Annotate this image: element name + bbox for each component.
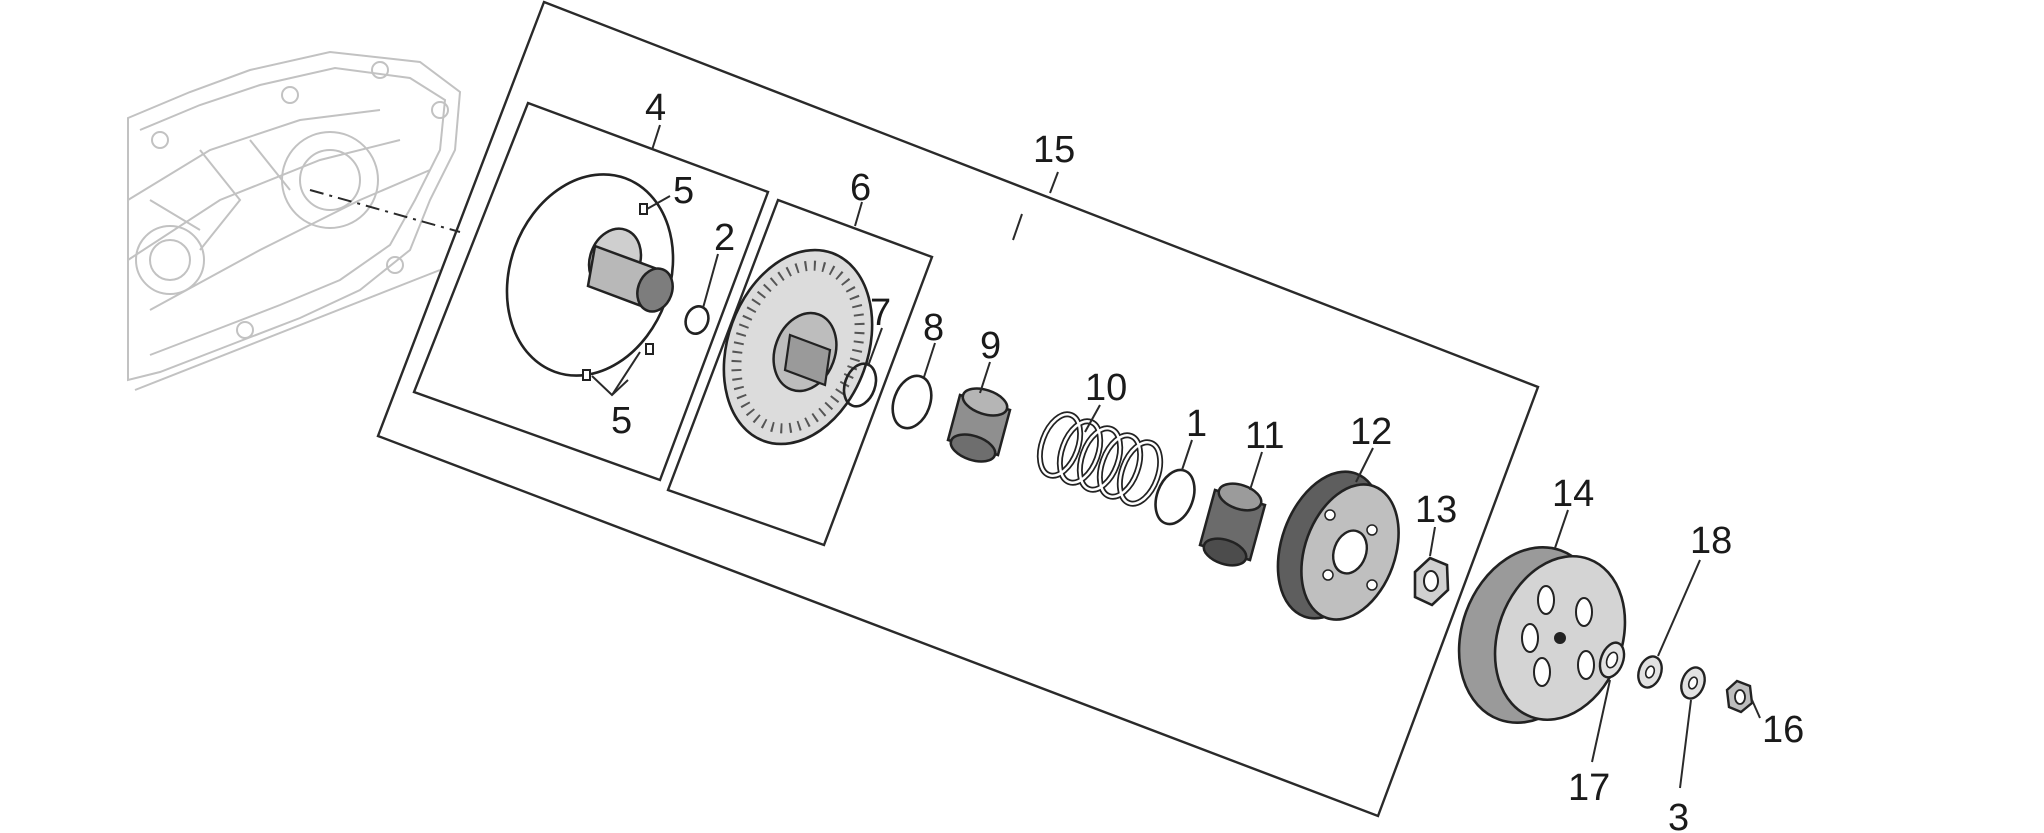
callout-3: 3 xyxy=(1668,797,1689,833)
flange-nut-16 xyxy=(1725,679,1754,714)
callout-9: 9 xyxy=(980,325,1001,367)
callout-17: 17 xyxy=(1568,767,1610,809)
washer-18 xyxy=(1637,655,1663,689)
callout-labels: 4 5 5 2 6 7 8 9 10 15 1 11 12 13 14 18 1… xyxy=(611,87,1804,833)
callout-2: 2 xyxy=(714,217,735,259)
callout-11: 11 xyxy=(1245,415,1284,457)
callout-12: 12 xyxy=(1350,411,1392,453)
spring-highlight xyxy=(1038,413,1162,505)
callout-15: 15 xyxy=(1033,129,1075,171)
callout-8: 8 xyxy=(923,307,944,349)
bushing-9 xyxy=(946,387,1012,463)
screw-5c xyxy=(645,343,654,355)
callout-6: 6 xyxy=(850,167,871,209)
clutch-12 xyxy=(1276,470,1400,621)
screw-5a xyxy=(639,203,648,215)
callout-5-top: 5 xyxy=(673,170,694,212)
callout-7: 7 xyxy=(870,292,891,334)
washer-3 xyxy=(1680,666,1706,700)
ring-2 xyxy=(684,305,710,335)
leader-lines xyxy=(591,124,1761,789)
callout-13: 13 xyxy=(1415,489,1457,531)
callout-18: 18 xyxy=(1690,520,1732,562)
fixed-half-pulley xyxy=(505,173,675,377)
shaft-axis-dash xyxy=(309,189,461,233)
callout-10: 10 xyxy=(1085,367,1127,409)
sleeve-11 xyxy=(1198,482,1267,567)
clutch-bell-14 xyxy=(1457,545,1627,725)
engine-crankcase-ghost xyxy=(127,50,462,391)
o-ring-8 xyxy=(891,374,933,430)
callout-5-bottom: 5 xyxy=(611,400,632,442)
group-frame-6 xyxy=(666,198,934,547)
callout-1: 1 xyxy=(1186,403,1207,445)
washer-17 xyxy=(1598,641,1626,679)
callout-16: 16 xyxy=(1762,709,1804,751)
movable-half-pulley xyxy=(722,248,874,446)
nut-13-hole xyxy=(1423,570,1439,592)
callout-4: 4 xyxy=(645,87,666,129)
o-ring-1 xyxy=(1154,468,1196,526)
assembly-frame-15 xyxy=(376,0,1540,818)
group-frame-4 xyxy=(412,101,770,482)
callout-14: 14 xyxy=(1552,473,1594,515)
o-ring-7 xyxy=(842,362,878,408)
screw-5b xyxy=(582,369,591,381)
